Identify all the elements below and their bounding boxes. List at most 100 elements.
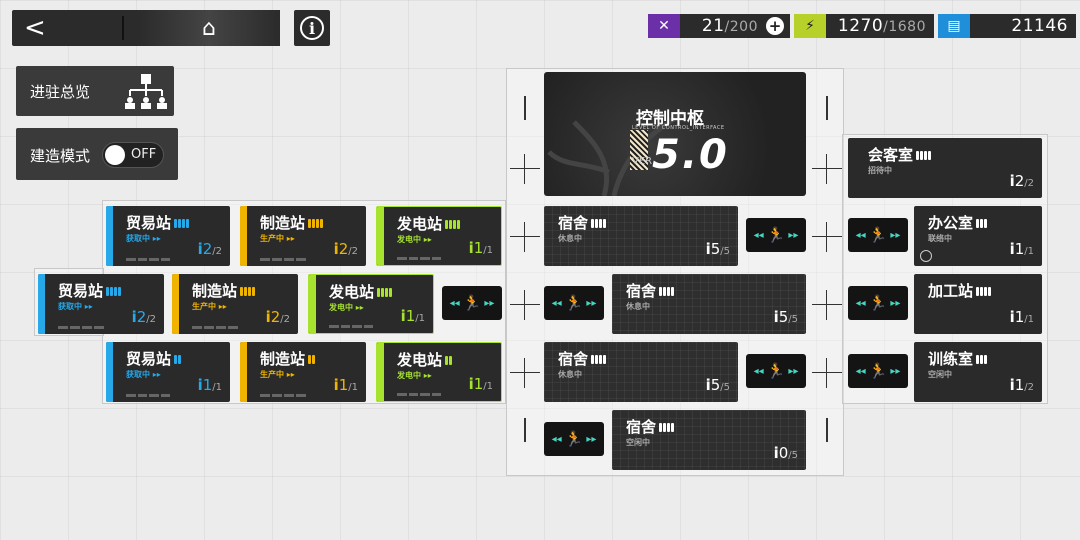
factory-1[interactable]: 制造站 生产中 ▸▸ i2/2 <box>240 206 366 266</box>
factory-2[interactable]: 制造站 生产中 ▸▸ i2/2 <box>172 274 298 334</box>
pip <box>928 151 932 160</box>
pip <box>916 151 920 160</box>
power-plant-3[interactable]: 发电站 发电中 ▸▸ i1/1 <box>376 342 502 402</box>
room-status: 生产中 ▸▸ <box>192 302 227 311</box>
room-name: 宿舍 <box>558 350 589 368</box>
clerk-icon <box>920 250 932 262</box>
pips-icon <box>445 356 453 365</box>
pip <box>984 355 988 364</box>
power-resource: ⚡ 1270/1680 <box>794 14 934 38</box>
pip <box>316 219 320 228</box>
worker-icon: i <box>1009 308 1015 326</box>
reception-room[interactable]: 会客室 招待中 i2/2 <box>848 138 1042 198</box>
build-mode-panel: 建造模式 OFF <box>16 128 178 180</box>
info-button[interactable]: i <box>294 10 330 46</box>
pip <box>248 287 252 296</box>
room-name: 加工站 <box>928 282 974 300</box>
room-name: 办公室 <box>928 214 974 232</box>
training-room[interactable]: 训练室 空闲中 i1/2 <box>914 342 1042 402</box>
corridor-node[interactable]: ◂◂🏃▸▸ <box>746 218 806 252</box>
worker-count: 1 <box>202 376 213 394</box>
dormitory-4[interactable]: 宿舍 空闲中 i0/5 <box>612 410 806 470</box>
pip <box>385 288 389 297</box>
control-center-room[interactable]: 控制中枢 LEVEL OF CONTROL_INTERFACE VER 5.0 <box>544 72 806 196</box>
junction-marker <box>812 154 842 184</box>
worker-icon: i <box>468 239 474 257</box>
office-room[interactable]: 办公室 联络中 i1/1 <box>914 206 1042 266</box>
corridor-node[interactable]: ◂◂🏃▸▸ <box>848 218 908 252</box>
corridor-node[interactable]: ◂◂🏃▸▸ <box>848 286 908 320</box>
pip <box>667 423 671 432</box>
junction-marker <box>510 222 540 252</box>
exit-figure-icon: 🏃 <box>564 430 584 448</box>
pip <box>603 355 607 364</box>
worker-max: /5 <box>720 382 730 393</box>
corridor-node[interactable]: ◂◂🏃▸▸ <box>848 354 908 388</box>
pips-icon <box>106 287 122 296</box>
factory-3[interactable]: 制造站 生产中 ▸▸ i1/1 <box>240 342 366 402</box>
pip <box>603 219 607 228</box>
trade-post-2[interactable]: 贸易站 获取中 ▸▸ i2/2 <box>38 274 164 334</box>
drone-max: /200 <box>724 19 758 35</box>
worker-icon: i <box>1009 240 1015 258</box>
room-status: 招待中 <box>868 166 892 175</box>
pip <box>659 423 663 432</box>
pip <box>924 151 928 160</box>
drone-resource: ✕ 21/200 + <box>648 14 790 38</box>
room-status: 休息中 <box>626 302 650 311</box>
power-plant-1[interactable]: 发电站 发电中 ▸▸ i1/1 <box>376 206 502 266</box>
worker-count: 5 <box>710 376 721 394</box>
toggle-state-label: OFF <box>131 147 157 162</box>
overview-button[interactable]: 进驻总览 <box>16 66 174 116</box>
corridor-node[interactable]: ◂◂🏃▸▸ <box>442 286 502 320</box>
pip <box>110 287 114 296</box>
worker-icon: i <box>705 376 711 394</box>
trade-post-1[interactable]: 贸易站 获取中 ▸▸ i2/2 <box>106 206 230 266</box>
room-status: 空闲中 <box>928 370 952 379</box>
pip <box>599 355 603 364</box>
worker-count: 1 <box>1014 240 1025 258</box>
worker-max: /5 <box>720 246 730 257</box>
worker-icon: i <box>333 376 339 394</box>
back-button[interactable]: < <box>12 10 122 46</box>
pip <box>453 220 457 229</box>
exit-figure-icon: 🏃 <box>564 294 584 312</box>
dormitory-2[interactable]: 宿舍 休息中 i5/5 <box>612 274 806 334</box>
toggle-knob <box>105 145 125 165</box>
pip <box>449 356 453 365</box>
dormitory-1[interactable]: 宿舍 休息中 i5/5 <box>544 206 738 266</box>
pip <box>449 220 453 229</box>
pips-icon <box>976 355 988 364</box>
power-plant-2[interactable]: 发电站 发电中 ▸▸ i1/1 <box>308 274 434 334</box>
corridor-node[interactable]: ◂◂🏃▸▸ <box>544 422 604 456</box>
trade-post-3[interactable]: 贸易站 获取中 ▸▸ i1/1 <box>106 342 230 402</box>
room-status: 联络中 <box>928 234 952 243</box>
worker-max: /5 <box>788 314 798 325</box>
pip <box>663 287 667 296</box>
junction-marker <box>812 358 842 388</box>
pip <box>976 287 980 296</box>
worker-icon: i <box>265 308 271 326</box>
pips-icon <box>659 423 675 432</box>
build-mode-toggle[interactable]: OFF <box>102 142 164 168</box>
room-status: 发电中 ▸▸ <box>397 371 432 380</box>
worker-max: /1 <box>483 381 493 392</box>
corridor-node[interactable]: ◂◂🏃▸▸ <box>544 286 604 320</box>
workshop-room[interactable]: 加工站 i1/1 <box>914 274 1042 334</box>
pip <box>182 219 186 228</box>
pip <box>320 219 324 228</box>
corridor-node[interactable]: ◂◂🏃▸▸ <box>746 354 806 388</box>
worker-max: /1 <box>212 382 222 393</box>
nav-separator <box>122 16 124 40</box>
add-drone-button[interactable]: + <box>766 17 784 35</box>
home-button[interactable]: ⌂ <box>138 10 280 46</box>
worker-count: 5 <box>710 240 721 258</box>
dormitory-3[interactable]: 宿舍 休息中 i5/5 <box>544 342 738 402</box>
worker-icon: i <box>773 308 779 326</box>
back-arrow-icon: < <box>24 13 46 43</box>
version-label: VER <box>632 156 653 167</box>
room-status: 生产中 ▸▸ <box>260 234 295 243</box>
worker-max: /2 <box>280 314 290 325</box>
pip <box>980 287 984 296</box>
power-icon: ⚡ <box>794 14 826 38</box>
